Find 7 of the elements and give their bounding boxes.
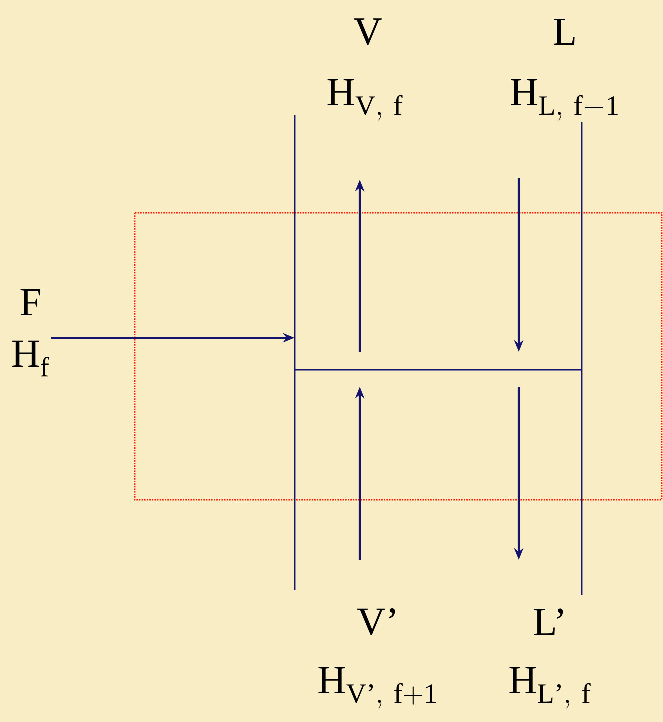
enthalpy-label: $\mathrm{H}_{\mathrm{L’,\ f}}$	[510, 667, 591, 709]
enthalpy-label: $\mathrm{H}_{\mathrm{V’,\ f+1}}$	[318, 667, 436, 709]
stream-label: F $\mathrm{H}_{\mathrm{f}}$	[12, 289, 50, 377]
enthalpy-label: $\mathrm{H}_{\mathrm{L,\ f-1}}$	[511, 79, 618, 121]
stream-name: V	[354, 18, 382, 46]
enthalpy-label: $\mathrm{H}_{\mathrm{V,\ f}}$	[328, 79, 403, 121]
stream-name: L	[554, 18, 575, 46]
